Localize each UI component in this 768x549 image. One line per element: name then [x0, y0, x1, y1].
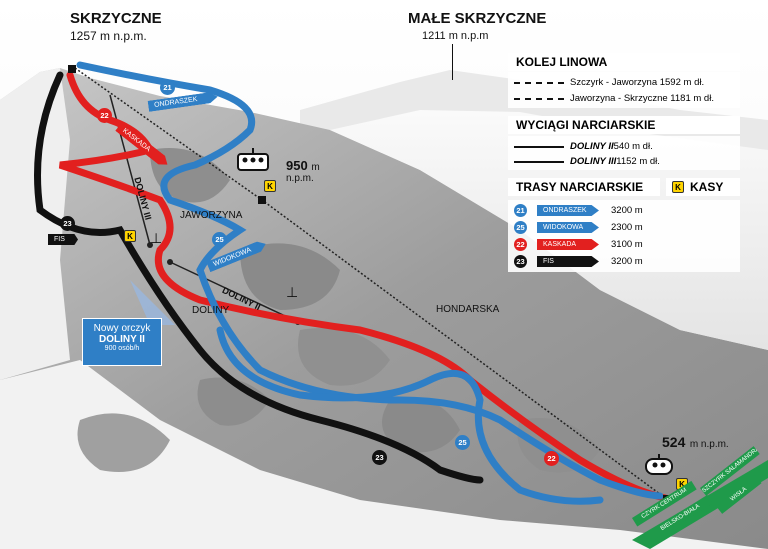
legend-cable-row: Szczyrk - Jaworzyna 1592 m dł. [514, 76, 704, 89]
forest-patch [298, 328, 390, 386]
legend-trails-title: TRASY NARCIARSKIE [508, 178, 660, 196]
callout-new-lift: Nowy orczyk DOLINY II 900 osób/h [82, 318, 162, 366]
forest-patch [77, 413, 170, 472]
trail-number: 21 [514, 204, 527, 217]
route-marker-22: 22 [544, 451, 559, 466]
trail-tag: FIS [537, 256, 599, 267]
callout-capacity: 900 osób/h [104, 345, 140, 352]
middle-station-elevation: 950 m [286, 158, 320, 173]
peak-male-skrzyczne-elevation: 1211 m n.p.m [422, 30, 489, 42]
kasy-icon: K [124, 230, 136, 242]
kasy-icon: K [672, 181, 684, 193]
peak-skrzyczne-elevation: 1257 m n.p.m. [70, 29, 147, 43]
route-marker-25: 25 [455, 435, 470, 450]
route-marker-23: 23 [60, 216, 75, 231]
bottom-station-elevation: 524 m n.p.m. [662, 434, 729, 452]
lift-station [147, 242, 153, 248]
cable-station-middle [258, 196, 266, 204]
legend-lifts-title: WYCIĄGI NARCIARSKIE [508, 116, 740, 134]
trail-fis [34, 71, 484, 484]
legend-lifts-box: DOLINY II 540 m dł. DOLINY III 1152 m dł… [508, 136, 740, 170]
trail-tag: WIDOKOWA [537, 222, 599, 233]
peak-pointer [452, 44, 453, 80]
trail-ondraszek [76, 61, 664, 500]
legend-lift-name: DOLINY II [570, 141, 614, 152]
trail-tag: KASKADA [537, 239, 599, 250]
trail-length: 3200 m [611, 205, 643, 216]
route-marker-22: 22 [97, 108, 112, 123]
route-marker-23: 23 [372, 450, 387, 465]
peak-male-skrzyczne-name: MAŁE SKRZYCZNE [408, 10, 547, 27]
legend-cable-item: Jaworzyna - Skrzyczne 1181 m dł. [570, 93, 714, 104]
map-tag-fis: FIS [48, 234, 78, 245]
lift-top-icon: ⊥ [286, 284, 299, 300]
kasy-icon: K [264, 180, 276, 192]
middle-elevation-value: 950 [286, 158, 308, 173]
cable-line-icon [514, 97, 564, 100]
lift-top-icon: ⊥ [150, 230, 163, 246]
lift-station [167, 259, 173, 265]
peak-skrzyczne-name: SKRZYCZNE [70, 10, 162, 27]
trail-number: 25 [514, 221, 527, 234]
legend-trail-row: 21 ONDRASZEK 3200 m [514, 204, 643, 217]
legend-trails-box: 21 ONDRASZEK 3200 m 25 WIDOKOWA 2300 m 2… [508, 200, 740, 272]
legend-trail-row: 25 WIDOKOWA 2300 m [514, 221, 643, 234]
trail-length: 2300 m [611, 222, 643, 233]
forest-patch [240, 243, 340, 310]
snowfield-left [0, 68, 70, 380]
lift-doliny-ii [169, 261, 299, 323]
trail-widokowa [216, 326, 604, 505]
callout-pointer [130, 280, 175, 325]
legend-trail-row: 23 FIS 3200 m [514, 255, 643, 268]
legend-trail-row: 22 KASKADA 3100 m [514, 238, 643, 251]
valley-snow [0, 360, 768, 549]
legend-cable-title: KOLEJ LINOWA [508, 53, 740, 71]
bottom-elevation-value: 524 [662, 434, 686, 450]
middle-station-suffix: n.p.m. [286, 173, 314, 184]
callout-title: Nowy orczyk [93, 323, 151, 334]
trail-number: 22 [514, 238, 527, 251]
trail-number: 23 [514, 255, 527, 268]
trail-tag: ONDRASZEK [537, 205, 599, 216]
gondola-icon [236, 148, 270, 172]
route-marker-21: 21 [160, 80, 175, 95]
trail-length: 3100 m [611, 239, 643, 250]
bottom-elevation-suffix: m n.p.m. [689, 439, 729, 450]
legend-cable-item: Szczyrk - Jaworzyna 1592 m dł. [570, 77, 705, 88]
trail-length: 3200 m [611, 256, 643, 267]
cable-station-top [68, 65, 76, 73]
legend-lift-name: DOLINY III [570, 156, 617, 167]
forest-patch [382, 398, 460, 453]
label-jaworzyna: JAWORZYNA [180, 210, 243, 221]
legend-lift-row: DOLINY II 540 m dł. [514, 140, 653, 153]
lift-line-icon [514, 145, 564, 148]
label-doliny: DOLINY [192, 305, 230, 316]
callout-name: DOLINY II [99, 334, 145, 345]
legend-kasy-label: KASY [690, 180, 724, 194]
legend-lift-length: 540 m dł. [613, 141, 653, 152]
legend-lift-length: 1152 m dł. [616, 156, 660, 167]
lift-line-icon [514, 160, 564, 163]
middle-elevation-unit: m [311, 162, 320, 173]
cable-line-icon [514, 81, 564, 84]
route-marker-25: 25 [212, 232, 227, 247]
gondola-icon [644, 454, 674, 476]
legend-cable-box: Szczyrk - Jaworzyna 1592 m dł. Jaworzyna… [508, 72, 740, 108]
legend-cable-row: Jaworzyna - Skrzyczne 1181 m dł. [514, 92, 714, 105]
legend-kasy: K KASY [666, 178, 740, 196]
legend-lift-row: DOLINY III 1152 m dł. [514, 155, 660, 168]
label-hondarska: HONDARSKA [436, 304, 500, 315]
